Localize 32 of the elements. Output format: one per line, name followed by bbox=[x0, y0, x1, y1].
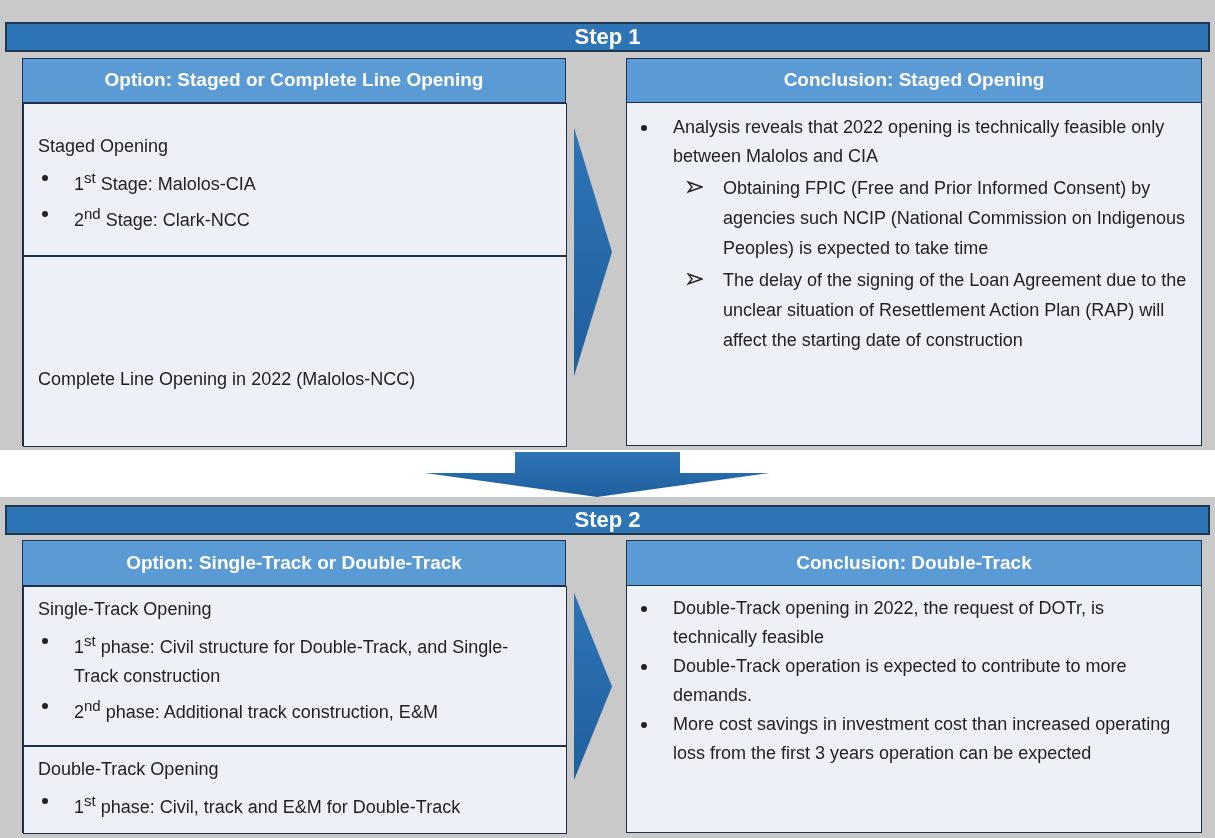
option-card bbox=[23, 103, 567, 256]
bullet-item: 1$^{st}$ Stage: Malolos-CIA bbox=[74, 168, 257, 196]
bullet-item: 1$^{st}$ phase: Civil, track and E&M for Double-Track bbox=[74, 791, 462, 819]
bullet-item: 2$^{nd}$ phase: Additional track construction, E&M bbox=[74, 696, 439, 724]
conclusion-panel bbox=[626, 58, 1202, 446]
option-panel bbox=[22, 540, 566, 833]
step-panel bbox=[0, 0, 1215, 450]
panel-heading: Option: Single-Track or Double-Track bbox=[23, 541, 565, 586]
option-panel bbox=[22, 58, 566, 446]
panel-heading: Conclusion: Staged Opening bbox=[627, 59, 1201, 103]
option-card bbox=[23, 586, 567, 746]
chevron-arrow bbox=[574, 592, 612, 781]
step-header: Step 2 bbox=[5, 505, 1210, 535]
sub-bullet-item: The delay of the signing of the Loan Agreement due to the unclear situation of Resettlement Action Plan (RAP) will affect the starting date of construction bbox=[723, 269, 1187, 352]
option-title: Staged Opening bbox=[38, 135, 170, 158]
bullet-item: Double-Track opening in 2022, the request of DOTr, is technically feasible bbox=[673, 597, 1105, 649]
bullet-item: More cost savings in investment cost than increased operating loss from the first 3 years operation can be expected bbox=[673, 713, 1172, 765]
bullet-item: Double-Track operation is expected to contribute to more demands. bbox=[673, 655, 1128, 707]
panel-heading: Option: Staged or Complete Line Opening bbox=[23, 59, 565, 103]
bullet-item: Analysis reveals that 2022 opening is technically feasible only between Malolos and CIA bbox=[673, 116, 1166, 168]
option-card bbox=[23, 256, 567, 447]
sub-bullet-item: Obtaining FPIC (Free and Prior Informed Consent) by agencies such NCIP (National Commission on Indigenous Peoples) is expected to take time bbox=[723, 177, 1186, 260]
bullet-item: 2$^{nd}$ Stage: Clark-NCC bbox=[74, 204, 251, 232]
option-title: Double-Track Opening bbox=[38, 758, 220, 781]
option-title: Single-Track Opening bbox=[38, 598, 213, 621]
step-header: Step 1 bbox=[5, 22, 1210, 52]
conclusion-panel bbox=[626, 540, 1202, 833]
chevron-arrow bbox=[574, 127, 612, 377]
option-card bbox=[23, 746, 567, 834]
panel-heading: Conclusion: Double-Track bbox=[627, 541, 1201, 586]
option-title: Complete Line Opening in 2022 (Malolos-NCC) bbox=[38, 368, 417, 391]
step-panel bbox=[0, 497, 1215, 838]
